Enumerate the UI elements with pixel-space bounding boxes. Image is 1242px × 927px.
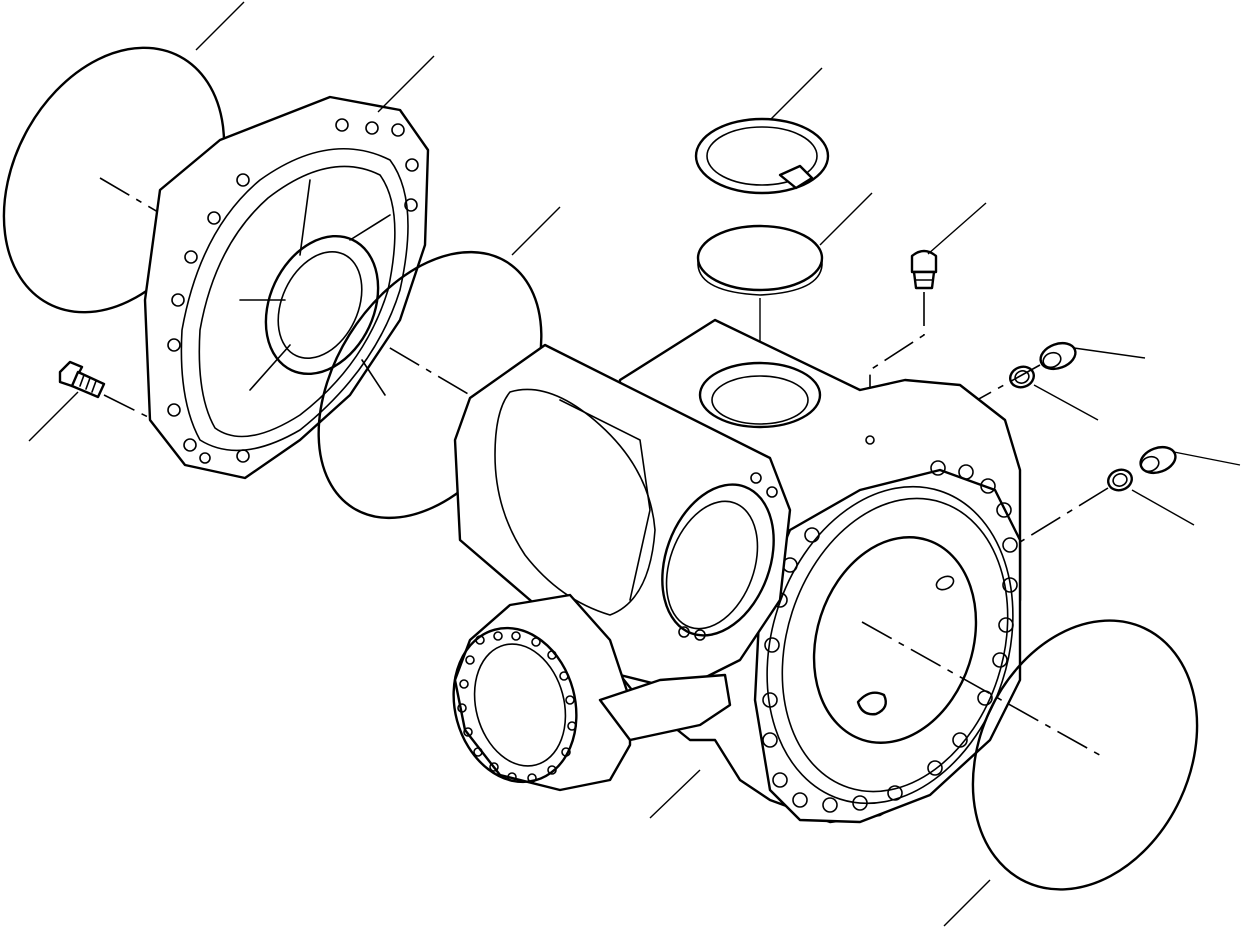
centerline-right	[861, 621, 1106, 759]
mounting-bolt	[28, 360, 151, 442]
o-ring-bottom-right	[943, 619, 1199, 927]
washer-lower	[1107, 468, 1195, 526]
cover-flange	[143, 55, 435, 480]
grease-fitting	[869, 202, 987, 440]
snap-ring	[694, 67, 830, 195]
plug-lower	[1139, 445, 1241, 475]
cap-disc	[696, 192, 873, 415]
axle-housing	[452, 318, 1022, 824]
plug-upper	[1039, 341, 1146, 371]
washer-upper	[1009, 365, 1099, 421]
